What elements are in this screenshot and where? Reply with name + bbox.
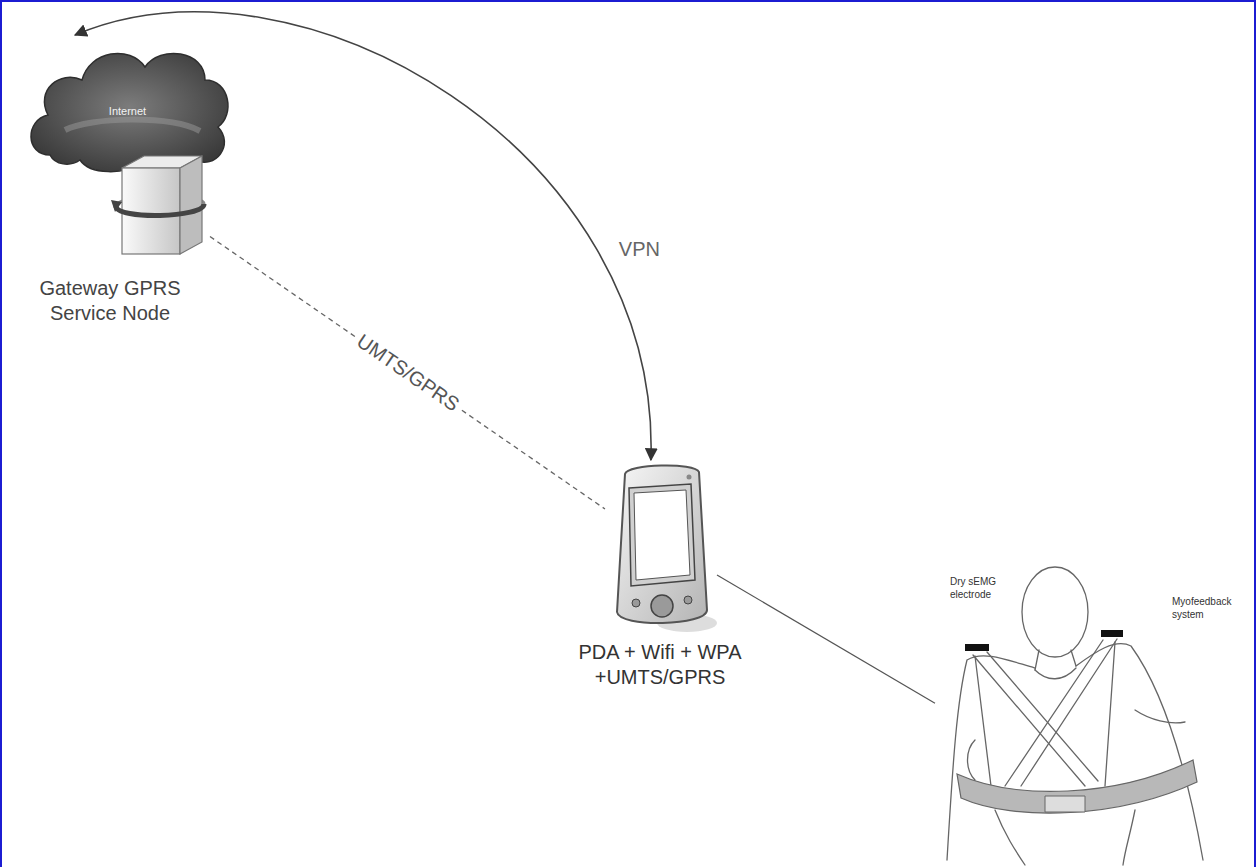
edge-label: UMTS/GPRS: [349, 327, 467, 418]
server-icon: [110, 148, 210, 256]
callout-label: Myofeedback system: [1172, 596, 1248, 621]
strap: [975, 642, 1115, 786]
strap: [973, 652, 1098, 786]
belt: [957, 760, 1197, 813]
person-neck: [1035, 650, 1076, 670]
belt-buckle: [1045, 796, 1085, 812]
pda-side-button: [632, 599, 640, 607]
server-ring-front: [116, 204, 204, 216]
cloud-node: Internet: [20, 35, 235, 175]
server-side: [180, 156, 202, 254]
dashed-link: [210, 237, 605, 509]
server-node: Gateway GPRS Service Node: [110, 148, 210, 256]
pda-screen: [634, 490, 690, 580]
person-right-shoulder: [1076, 644, 1203, 860]
connector-line: [717, 575, 935, 703]
cloud-highlight: [65, 120, 200, 131]
person-torso: [995, 810, 1135, 865]
person-collar: [1035, 668, 1076, 679]
strap: [1005, 639, 1117, 786]
callout-label: Dry sEMG electrode: [950, 576, 1008, 601]
person-node: Dry sEMG electrodeMyofeedback system: [935, 560, 1253, 865]
cloud-label: Internet: [85, 105, 170, 119]
drawing-part: [947, 567, 1203, 865]
edge-label: VPN: [615, 238, 664, 261]
server-front: [122, 168, 180, 254]
person-head: [1022, 567, 1088, 657]
pda-node: PDA + Wifi + WPA +UMTS/GPRS: [605, 460, 717, 635]
pda-body: [617, 465, 707, 623]
pda-screen-frame: [629, 484, 695, 586]
pda-side-button: [684, 596, 692, 604]
electrode-pad: [1101, 630, 1123, 637]
cloud-outline: [31, 53, 228, 171]
node-caption: Gateway GPRS Service Node: [10, 276, 210, 326]
person-left-shoulder: [947, 656, 1035, 860]
node-caption: PDA + Wifi + WPA +UMTS/GPRS: [545, 640, 775, 690]
pda-icon: [605, 460, 717, 635]
person-arm-fold: [968, 710, 1186, 780]
pda-led: [687, 475, 692, 480]
pda-main-button: [651, 595, 673, 617]
electrode-pad: [965, 644, 989, 651]
server-ring-arrow: [111, 200, 122, 212]
